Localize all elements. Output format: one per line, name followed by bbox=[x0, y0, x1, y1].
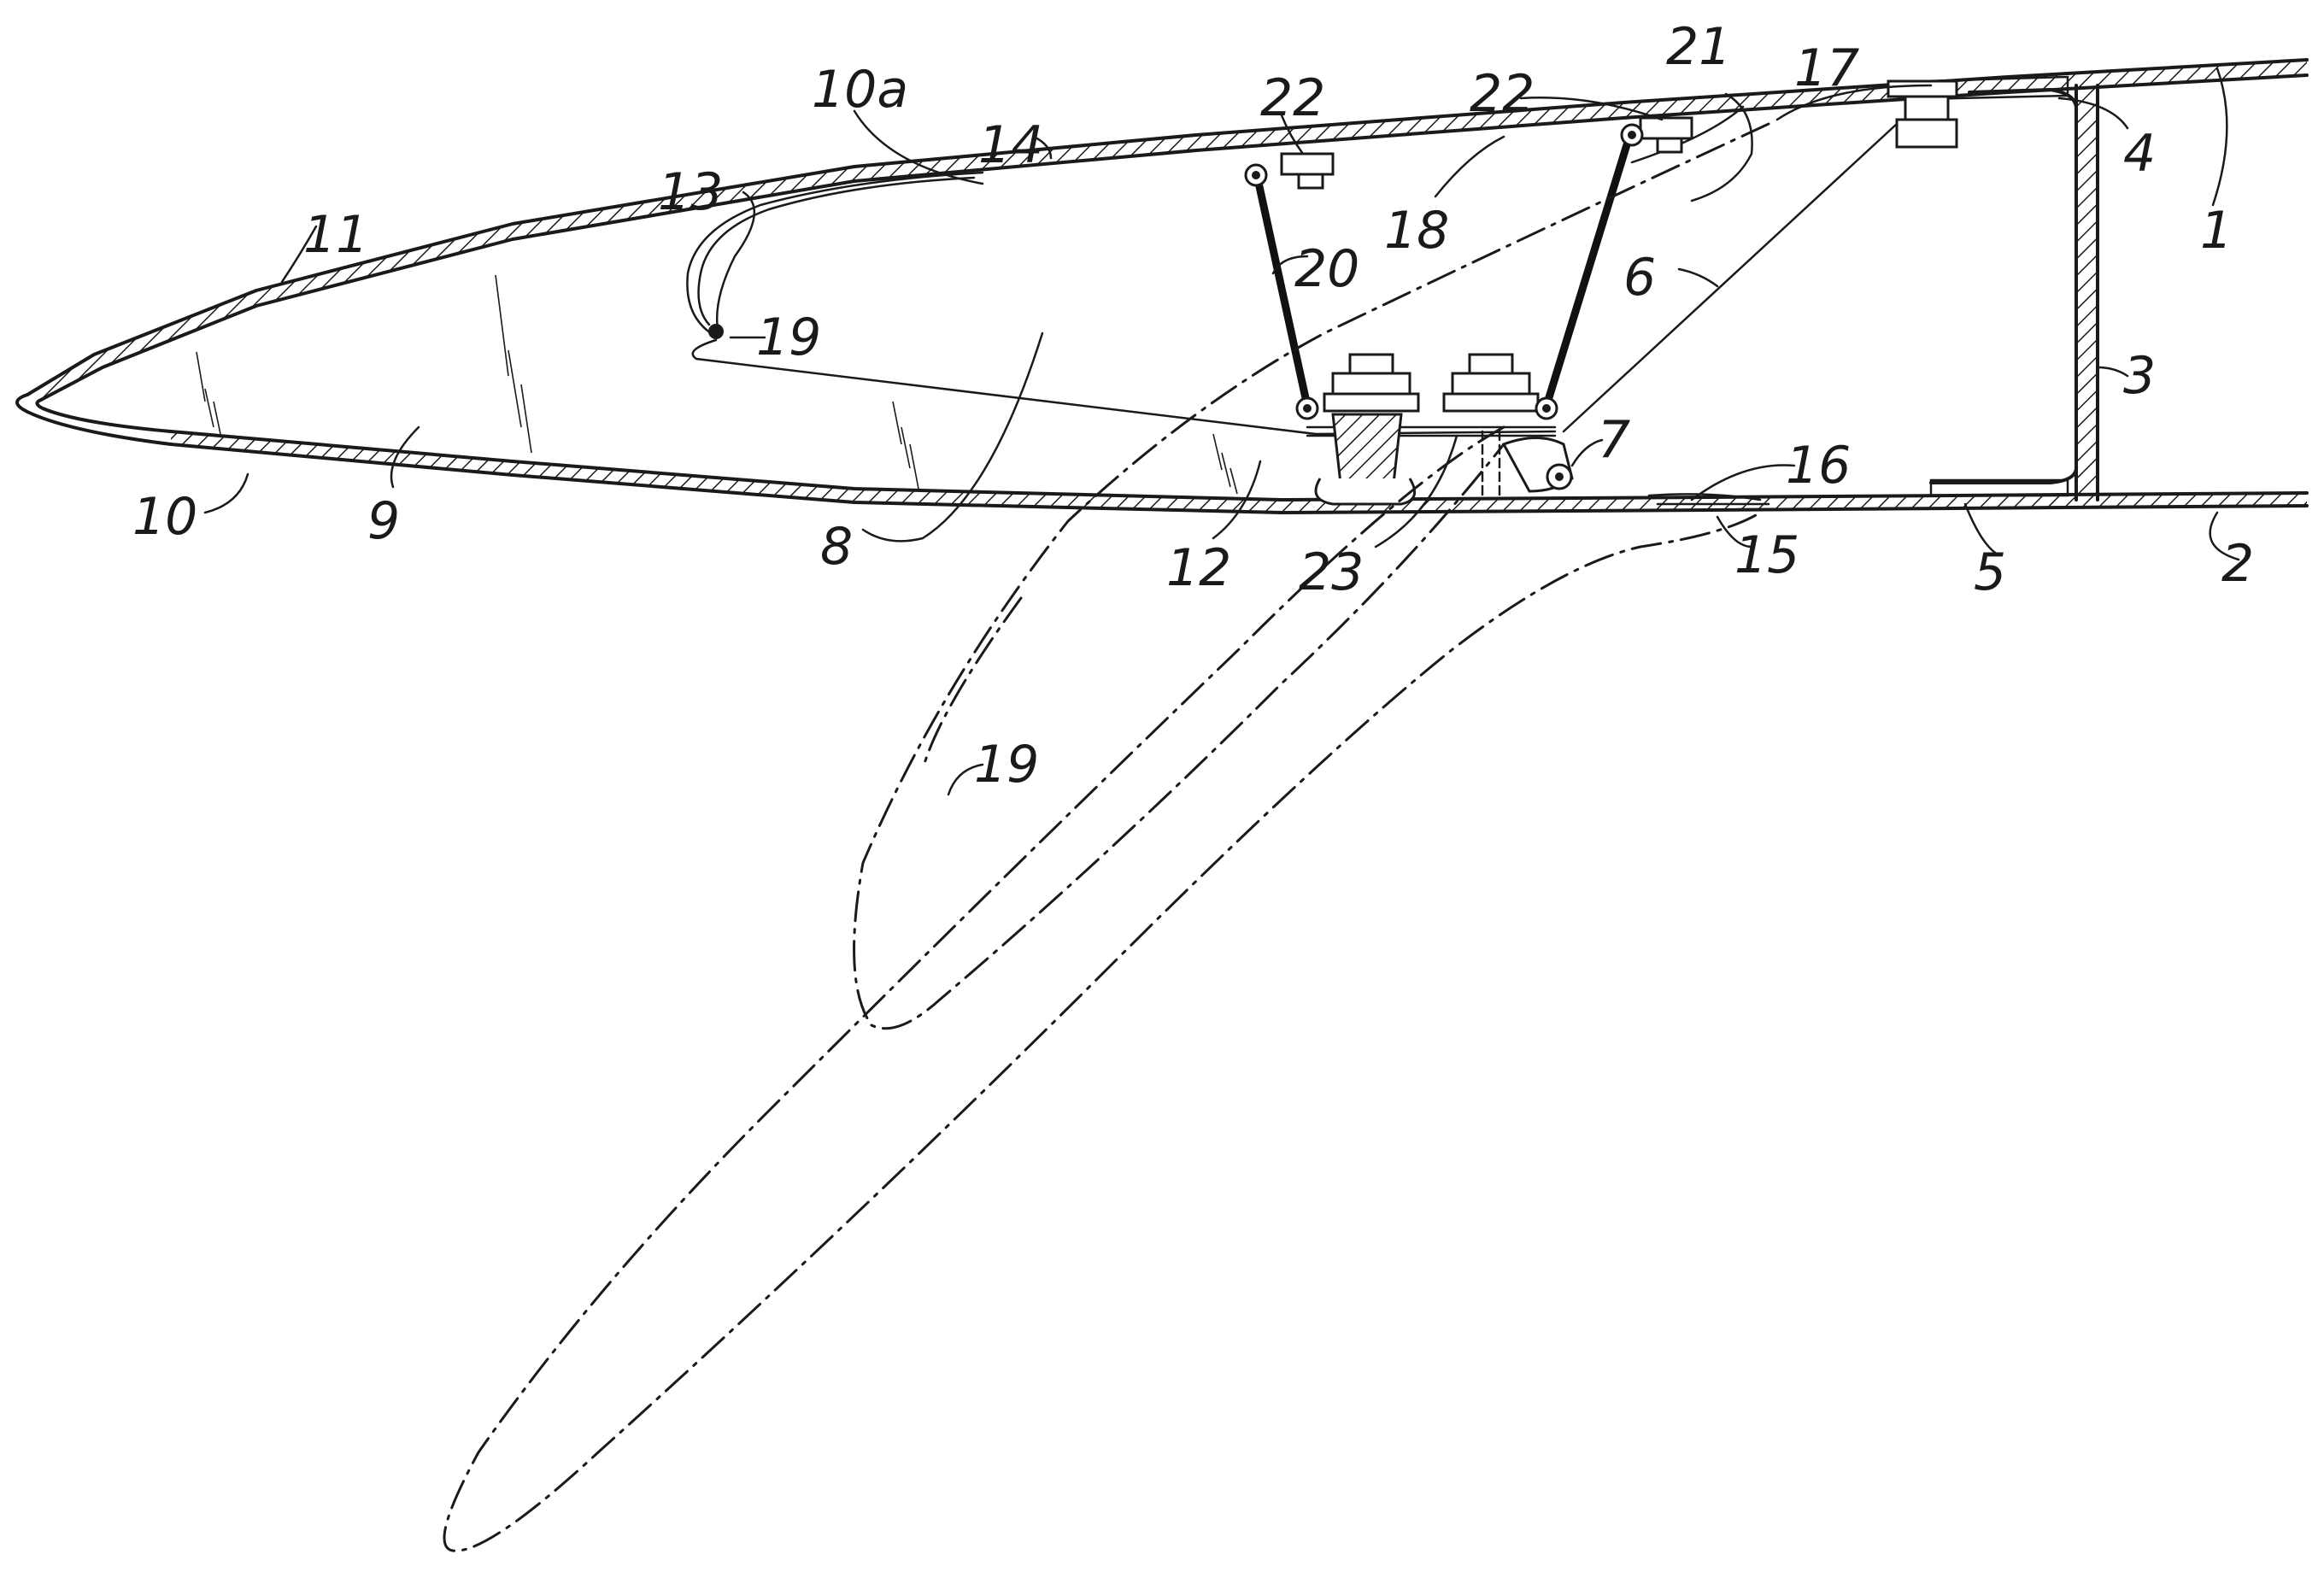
slat-retracted bbox=[686, 105, 1745, 436]
leader-12 bbox=[1212, 460, 1262, 540]
label-10a: 10a bbox=[812, 60, 908, 120]
front-spar bbox=[1921, 75, 2099, 502]
leader-5 bbox=[1963, 502, 2001, 557]
label-9: 9 bbox=[367, 491, 400, 551]
leader-8 bbox=[861, 331, 1044, 543]
label-21: 21 bbox=[1666, 17, 1731, 77]
label-12: 12 bbox=[1166, 538, 1231, 598]
label-20: 20 bbox=[1294, 239, 1359, 299]
leader-14 bbox=[1032, 135, 1053, 160]
leader-20 bbox=[1271, 255, 1309, 275]
label-23: 23 bbox=[1299, 543, 1364, 602]
label-2: 2 bbox=[2221, 534, 2254, 594]
label-4: 4 bbox=[2123, 124, 2156, 184]
leader-15 bbox=[1716, 515, 1753, 548]
leader-7 bbox=[1570, 438, 1604, 467]
leader-6 bbox=[1677, 267, 1719, 288]
label-6: 6 bbox=[1623, 248, 1656, 308]
section-hatch-marks bbox=[196, 274, 1238, 495]
label-13: 13 bbox=[658, 162, 723, 222]
reference-labels: 1 2 3 4 5 6 7 8 9 10 10a 11 12 13 14 15 … bbox=[132, 17, 2254, 795]
label-16: 16 bbox=[1786, 436, 1851, 496]
leader-23 bbox=[1374, 434, 1458, 548]
label-14: 14 bbox=[978, 115, 1043, 175]
label-22b: 22 bbox=[1470, 64, 1535, 124]
label-10: 10 bbox=[132, 487, 197, 547]
label-1: 1 bbox=[2200, 201, 2233, 261]
label-5: 5 bbox=[1974, 543, 2006, 602]
leader-9 bbox=[390, 425, 420, 489]
leader-22b bbox=[1519, 97, 1664, 121]
upper-wing-skin bbox=[26, 58, 2309, 402]
leader-2 bbox=[2209, 511, 2240, 561]
label-22a: 22 bbox=[1260, 68, 1325, 128]
leader-22a bbox=[1280, 114, 1305, 155]
leader-11 bbox=[280, 225, 318, 284]
leader-13 bbox=[715, 191, 756, 331]
leader-1 bbox=[2211, 67, 2228, 207]
lower-seal bbox=[1647, 493, 1770, 506]
leader-21 bbox=[1690, 92, 1753, 202]
leader-10 bbox=[203, 472, 249, 514]
lower-wing-skin bbox=[169, 430, 2309, 514]
leader-18 bbox=[1434, 135, 1505, 198]
lower-fitting bbox=[1295, 353, 1574, 506]
label-3: 3 bbox=[2123, 346, 2156, 406]
leader-3 bbox=[2096, 366, 2129, 378]
label-17: 17 bbox=[1794, 38, 1859, 98]
leader-16 bbox=[1690, 464, 1796, 502]
label-11: 11 bbox=[303, 205, 368, 265]
label-19b: 19 bbox=[974, 735, 1039, 795]
leader-19b bbox=[947, 763, 984, 796]
slat-extended-phantom bbox=[443, 122, 1770, 1552]
support-arm bbox=[1562, 122, 1899, 433]
label-19a: 19 bbox=[756, 308, 821, 367]
leader-lines bbox=[203, 67, 2240, 796]
label-18: 18 bbox=[1384, 201, 1449, 261]
label-7: 7 bbox=[1598, 410, 1630, 470]
leader-4 bbox=[2057, 97, 2129, 130]
leader-17 bbox=[1775, 84, 1933, 121]
nose-curve bbox=[15, 393, 173, 446]
label-15: 15 bbox=[1734, 525, 1799, 585]
upper-brackets bbox=[1244, 116, 1693, 190]
leader-10a bbox=[853, 109, 984, 185]
label-8: 8 bbox=[820, 517, 853, 577]
spar-bolt-fitting bbox=[1887, 79, 1958, 149]
